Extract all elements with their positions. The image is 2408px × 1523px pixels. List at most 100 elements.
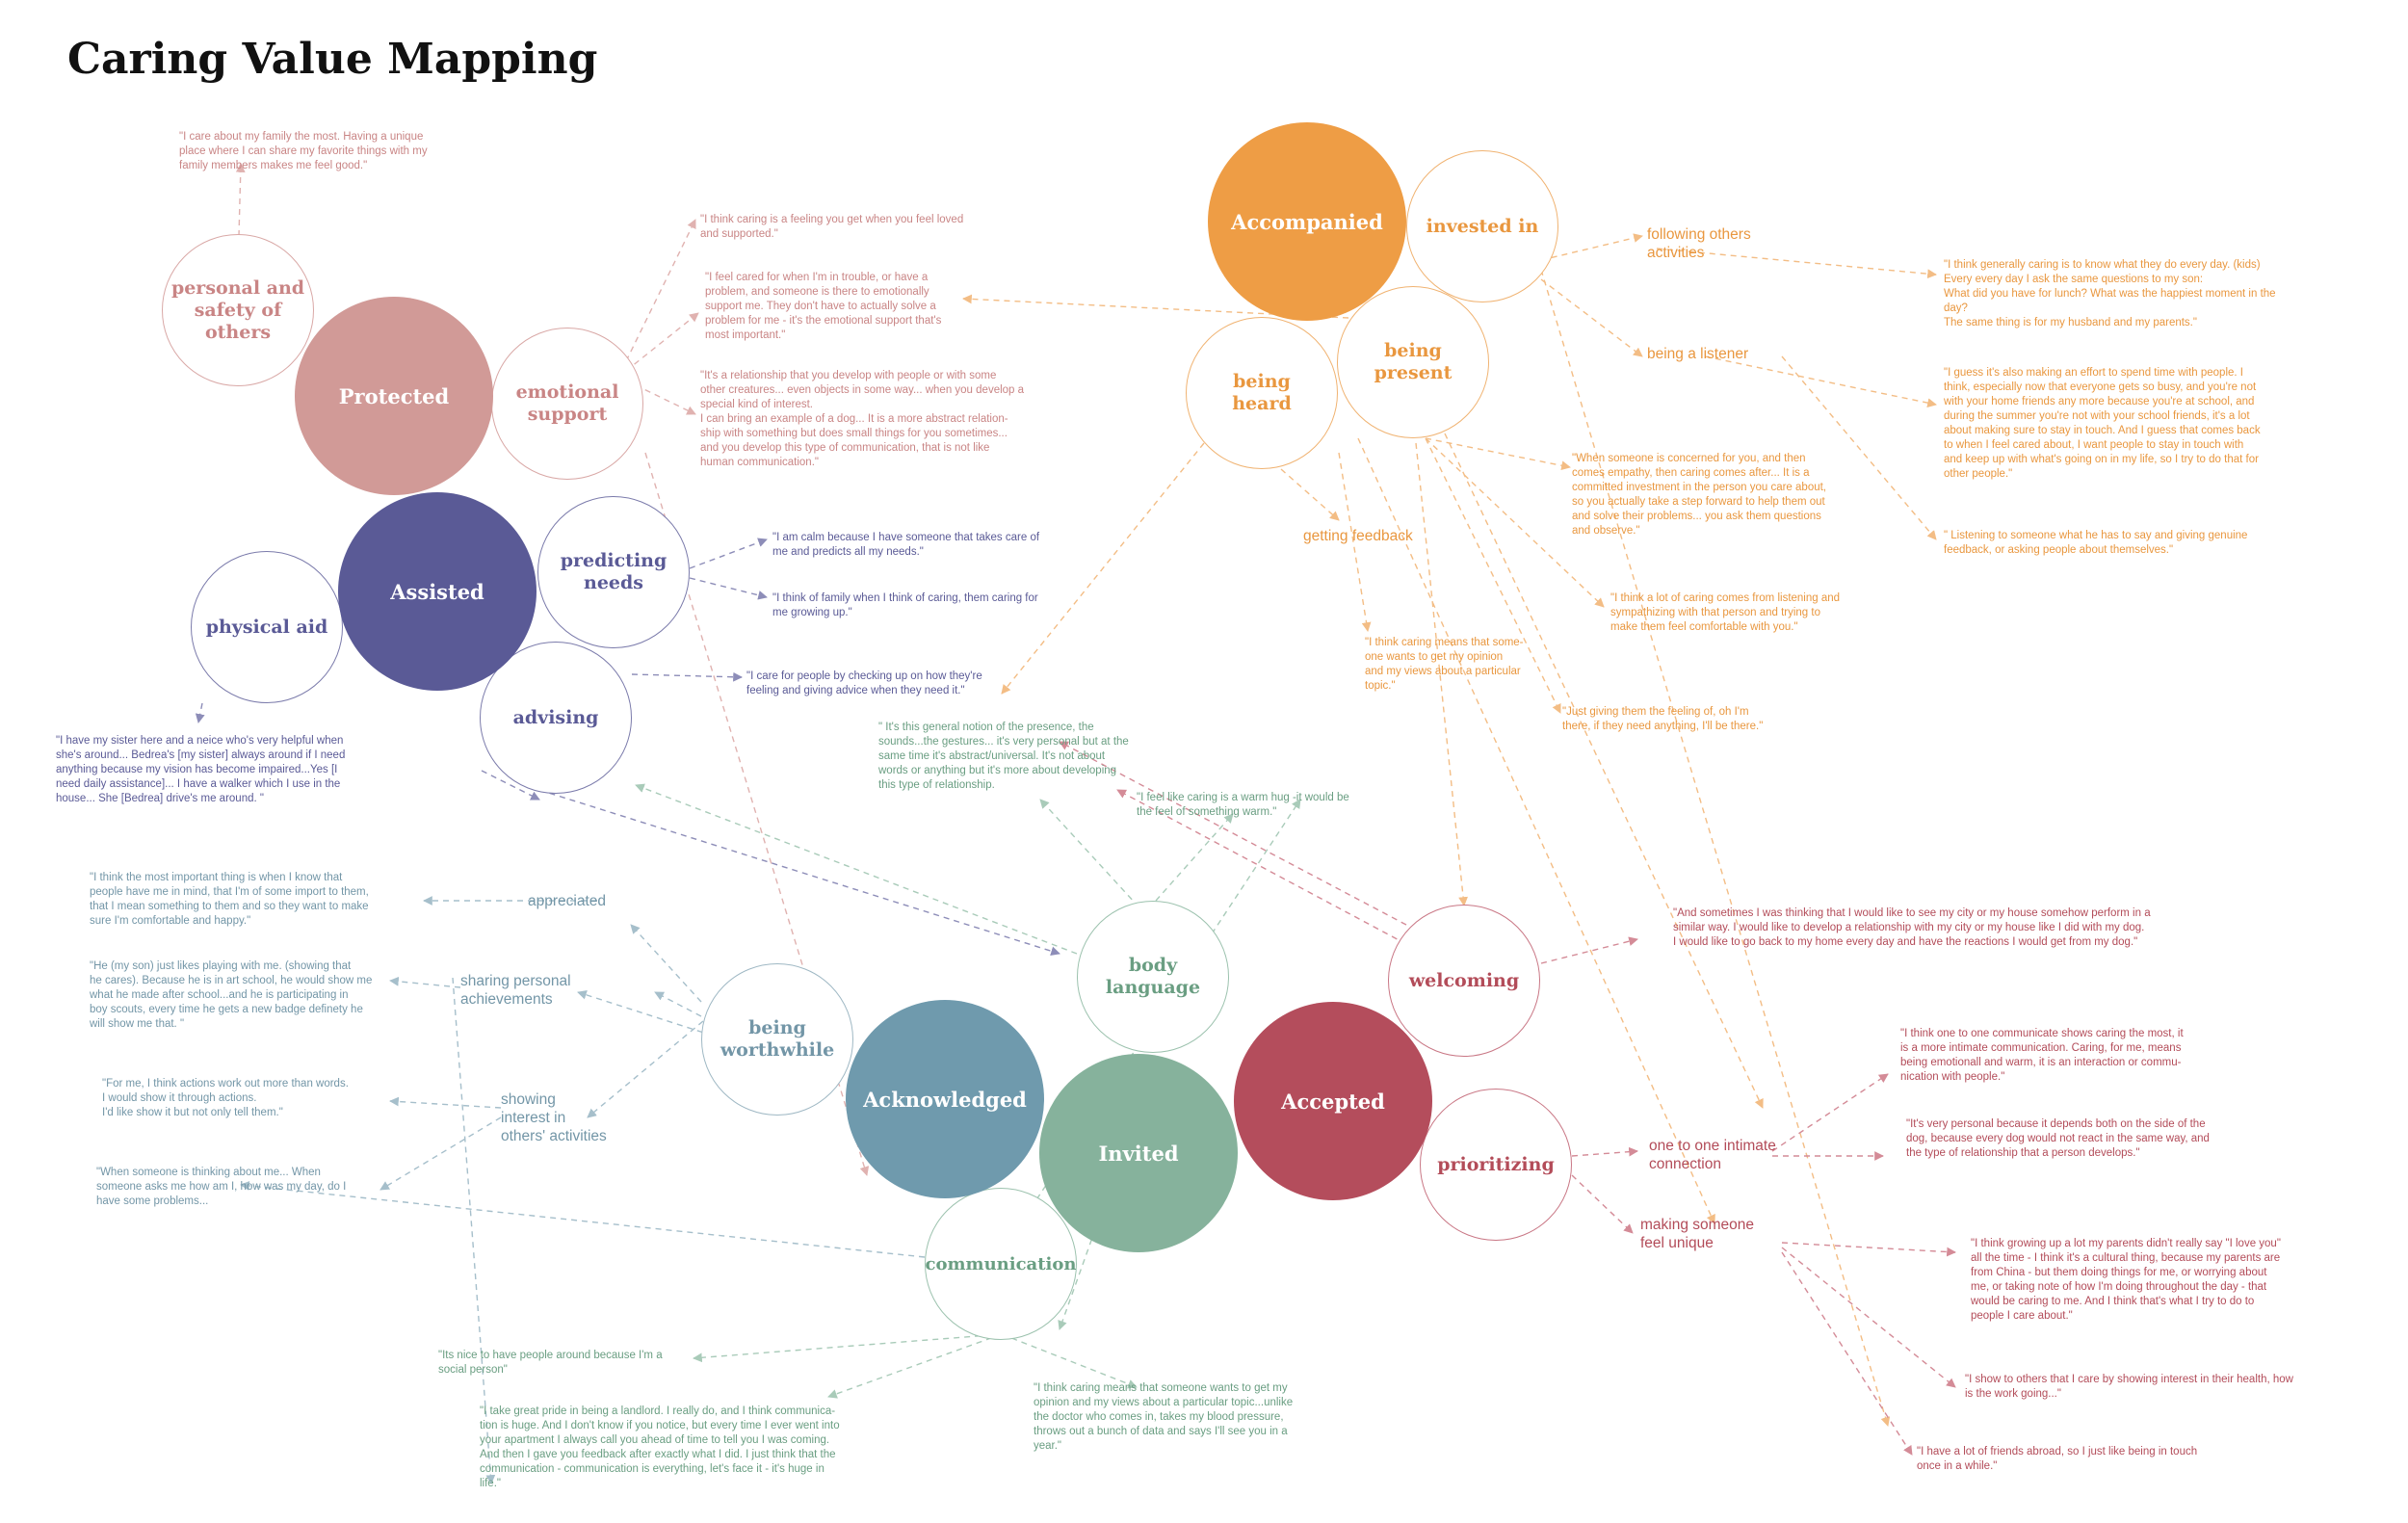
connector-line [1001, 1333, 1138, 1389]
quote-checking-up: "I care for people by checking up on how… [746, 670, 982, 696]
connector-line [1444, 433, 1764, 1109]
connector-line [1425, 437, 1561, 714]
node-emotional-support[interactable]: emotional support [491, 328, 643, 480]
quote-my-city: "And sometimes I was thinking that I wou… [1673, 907, 2151, 948]
connector-line [587, 1020, 704, 1118]
quote-listening-feedback: " Listening to someone what he has to sa… [1944, 530, 2248, 556]
connector-line [389, 1096, 502, 1109]
connector-line [380, 1116, 502, 1191]
node-being-worthwhile[interactable]: being worthwhile [701, 963, 853, 1116]
connector-line [1704, 355, 1937, 407]
connector-line [577, 990, 714, 1037]
quote-feeling-there: "Just giving them the feeling of, oh I'm… [1562, 706, 1764, 732]
connector-line [1540, 278, 1643, 357]
quote-relationship-creatures: "It's a relationship that you develop wi… [700, 370, 1025, 468]
connector-line [625, 219, 696, 362]
label-one-to-one: one to one intimate connection [1649, 1138, 1776, 1172]
connector-line [1001, 442, 1205, 695]
node-invested-in[interactable]: invested in [1406, 150, 1558, 302]
quote-feeling-loved: "I think caring is a feeling you get whe… [700, 214, 964, 240]
connector-line [481, 770, 540, 801]
connector-line [1039, 799, 1147, 916]
node-predicting-needs[interactable]: predicting needs [537, 496, 690, 648]
quote-actions: "For me, I think actions work out more t… [102, 1078, 349, 1118]
connector-line [235, 163, 246, 237]
connector-line [1781, 1251, 1913, 1456]
quote-one-to-one: "I think one to one communicate shows ca… [1900, 1028, 2184, 1083]
connector-line [1540, 936, 1638, 964]
connector-line [1415, 442, 1468, 906]
quote-presence: " It's this general notion of the presen… [878, 722, 1129, 791]
node-welcoming[interactable]: welcoming [1388, 905, 1540, 1057]
connector-line [1656, 248, 1937, 279]
connector-line [625, 312, 699, 372]
connector-line [630, 924, 702, 1003]
quote-important-thing: "I think the most important thing is whe… [90, 872, 369, 927]
connector-line [1781, 1247, 1956, 1388]
quote-doctor: "I think caring means that someone wants… [1034, 1382, 1294, 1452]
connector-line [1571, 1146, 1638, 1157]
quote-landlord: "I take great pride in being a landlord.… [480, 1405, 840, 1489]
label-making-unique: making someone feel unique [1640, 1217, 1755, 1251]
quote-calm: "I am calm because I have someone that t… [772, 532, 1040, 558]
label-following: following others activities [1647, 226, 1751, 261]
quote-warm-hug: "I feel like caring is a warm hug -it wo… [1137, 792, 1349, 818]
quote-sister: "I have my sister here and a neice who's… [56, 735, 346, 804]
node-protected[interactable]: Protected [295, 297, 493, 495]
quote-opinion-topic: "I think caring means that some- one wan… [1365, 637, 1524, 692]
label-appreciated: appreciated [528, 893, 607, 909]
connector-line [1425, 437, 1571, 471]
quote-friends-abroad: "I have a lot of friends abroad, so I ju… [1917, 1446, 2198, 1472]
quote-social-person: "Its nice to have people around because … [438, 1350, 663, 1376]
quote-thinking-about: "When someone is thinking about me... Wh… [96, 1167, 347, 1207]
connector-line [1540, 269, 1891, 1427]
quote-know-every-day: "I think generally caring is to know wha… [1944, 259, 2276, 328]
node-invited[interactable]: Invited [1039, 1054, 1238, 1252]
connector-line [1540, 233, 1643, 261]
node-assisted[interactable]: Assisted [338, 492, 537, 691]
quote-son-art: "He (my son) just likes playing with me.… [90, 960, 373, 1030]
connector-line [1781, 355, 1937, 540]
quote-empathy: "When someone is concerned for you, and … [1572, 453, 1827, 537]
quote-china: "I think growing up a lot my parents did… [1971, 1238, 2281, 1322]
quote-health: "I show to others that I care by showing… [1965, 1374, 2293, 1400]
quote-cared-trouble: "I feel cared for when I'm in trouble, o… [705, 272, 942, 341]
connector-line [1280, 468, 1340, 521]
label-sharing: sharing personal achievements [460, 973, 571, 1008]
node-being-heard[interactable]: being heard [1186, 317, 1338, 469]
connector-line [689, 577, 768, 600]
quote-sympathizing: "I think a lot of caring comes from list… [1610, 592, 1841, 633]
node-advising[interactable]: advising [480, 642, 632, 794]
quote-effort-time: "I guess it's also making an effort to s… [1944, 367, 2261, 480]
node-accepted[interactable]: Accepted [1234, 1002, 1432, 1200]
connector-line [635, 783, 1078, 955]
quote-dog-personal: "It's very personal because it depends b… [1906, 1118, 2210, 1159]
label-showing-interest: showing interest in others' activities [501, 1091, 607, 1144]
label-getting-feedback: getting feedback [1303, 528, 1413, 544]
connector-line [1059, 741, 1407, 926]
connector-line [689, 538, 768, 569]
connector-line [1425, 437, 1605, 608]
node-prioritizing[interactable]: prioritizing [1420, 1089, 1572, 1241]
connector-line [389, 976, 461, 988]
quote-family-growing: "I think of family when I think of carin… [772, 592, 1038, 618]
connector-line [1781, 1242, 1956, 1257]
connector-line [693, 1333, 1003, 1363]
node-being-present[interactable]: being present [1337, 286, 1489, 438]
connector-line [1116, 789, 1407, 945]
connector-line [1155, 813, 1234, 902]
connector-line [654, 991, 702, 1017]
node-acknowledged[interactable]: Acknowledged [846, 1000, 1044, 1198]
node-personal-safety[interactable]: personal and safety of others [162, 234, 314, 386]
connector-line [1771, 1073, 1889, 1152]
node-body-language[interactable]: body language [1077, 901, 1229, 1053]
connector-line [195, 702, 205, 723]
page-title: Caring Value Mapping [67, 35, 598, 84]
label-listener: being a listener [1647, 346, 1749, 362]
node-physical-aid[interactable]: physical aid [191, 551, 343, 703]
connector-line [240, 1181, 926, 1258]
connector-line [1338, 452, 1372, 632]
connector-line [1571, 1174, 1634, 1234]
node-communication[interactable]: communication [925, 1188, 1077, 1340]
node-accompanied[interactable]: Accompanied [1208, 122, 1406, 321]
